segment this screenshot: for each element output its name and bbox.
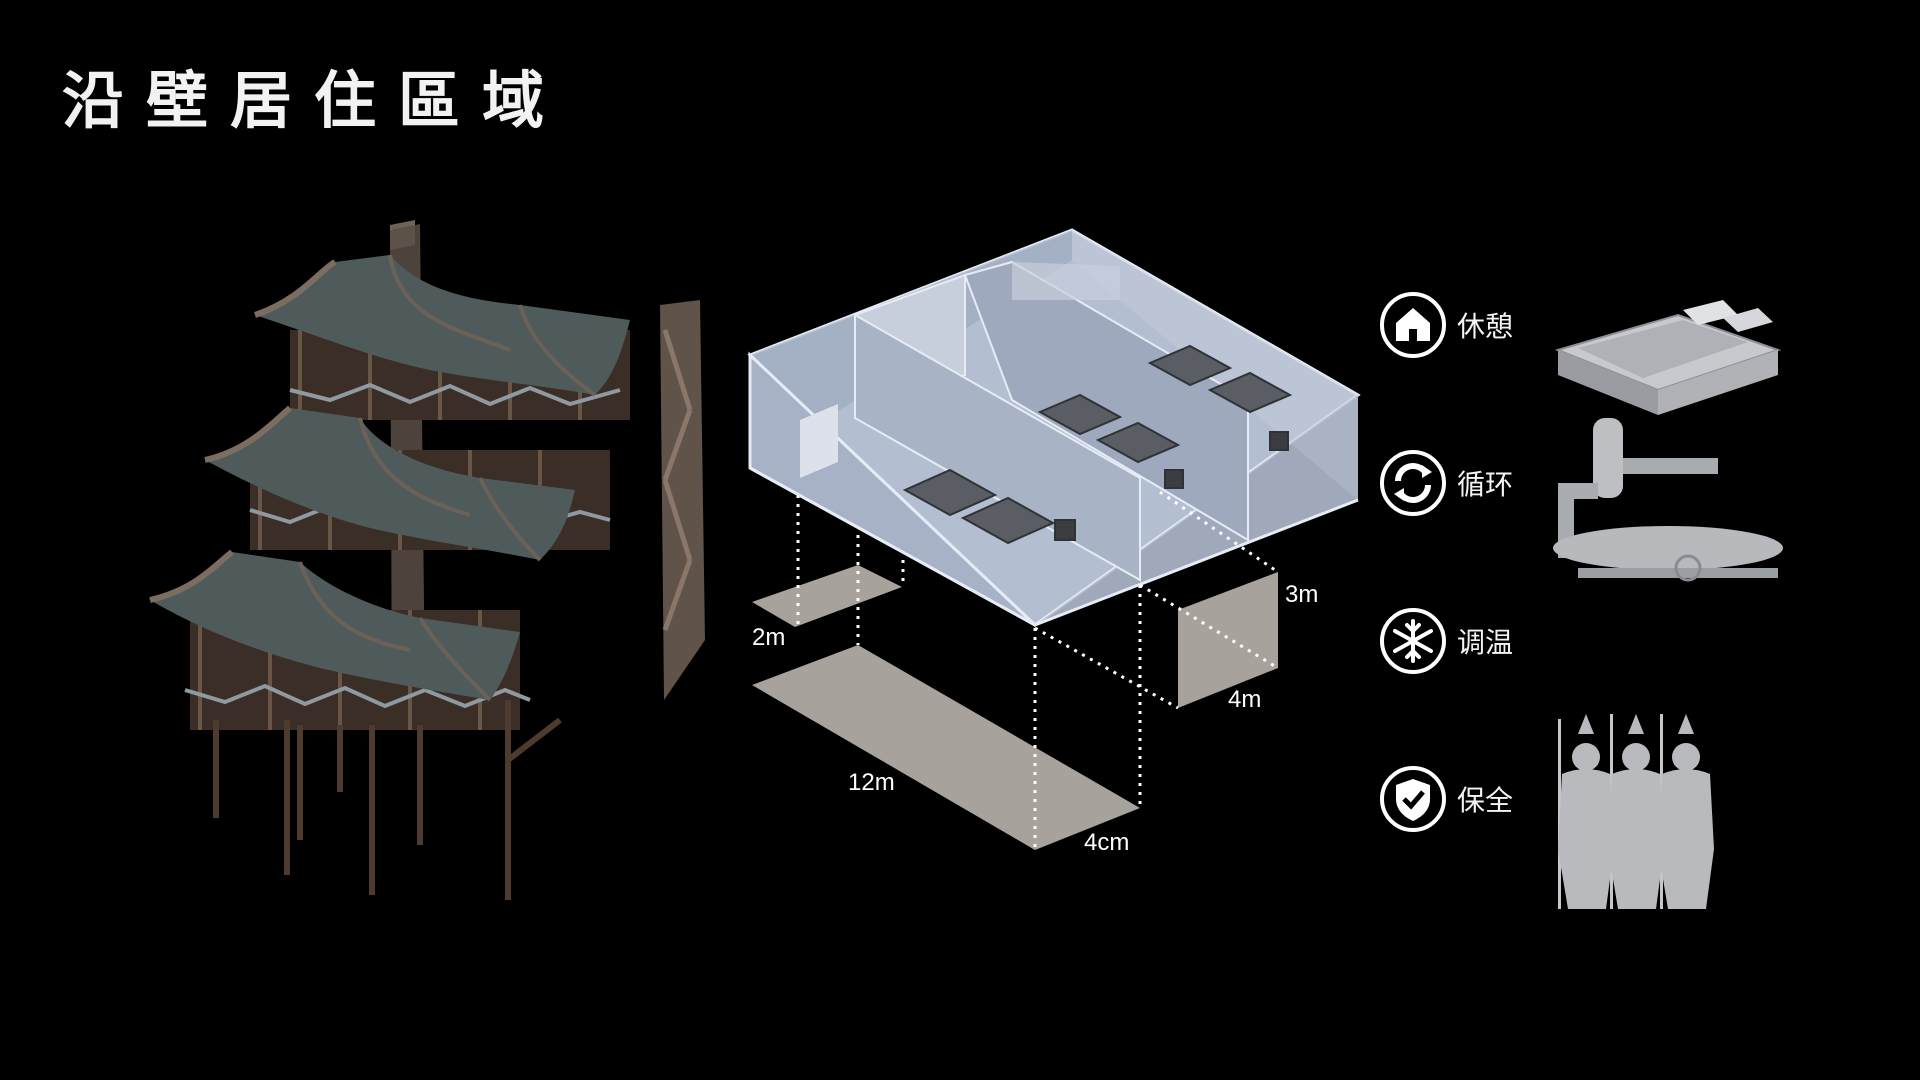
dimension-label-4m: 4m xyxy=(1228,686,1261,713)
feature-label-temperature: 调温 xyxy=(1457,626,1514,659)
dimension-label-12m: 12m xyxy=(848,769,895,796)
recycle-icon xyxy=(1380,450,1446,516)
elevation-3m xyxy=(1178,572,1278,708)
shield-check-icon xyxy=(1380,766,1446,832)
dimension-label-3m: 3m xyxy=(1285,581,1318,608)
feature-label-circulation: 循环 xyxy=(1457,468,1514,501)
bed-illustration xyxy=(1554,300,1782,415)
beds-room-2 xyxy=(1037,393,1184,489)
feature-label-security: 保全 xyxy=(1457,784,1514,817)
house-icon xyxy=(1380,292,1446,358)
feature-rest: 休憩 xyxy=(1378,290,1920,415)
footprint-2m xyxy=(752,565,902,627)
beds-room-3 xyxy=(1147,344,1293,451)
cliff-dwelling-model xyxy=(149,220,705,900)
guards-illustration xyxy=(1558,714,1714,909)
dimension-label-2m: 2m xyxy=(752,624,785,651)
tier-1 xyxy=(254,254,630,420)
page-title: 沿壁居住區域 xyxy=(62,64,567,137)
room-isometric-diagram: 2m 12m 4cm 3m 4m xyxy=(747,228,1361,856)
beds-room-1 xyxy=(902,468,1076,545)
ventilation-machinery-illustration xyxy=(1553,418,1783,582)
footprint-12m xyxy=(752,645,1140,850)
snowflake-icon xyxy=(1380,608,1446,674)
feature-label-rest: 休憩 xyxy=(1457,310,1514,343)
feature-security: 保全 xyxy=(1378,714,1920,909)
dimension-label-4cm: 4cm xyxy=(1084,829,1129,856)
feature-temperature: 调温 xyxy=(1378,606,1920,726)
tier-2 xyxy=(204,405,611,562)
feature-circulation: 循环 xyxy=(1378,418,1920,582)
tier-3 xyxy=(149,549,531,730)
